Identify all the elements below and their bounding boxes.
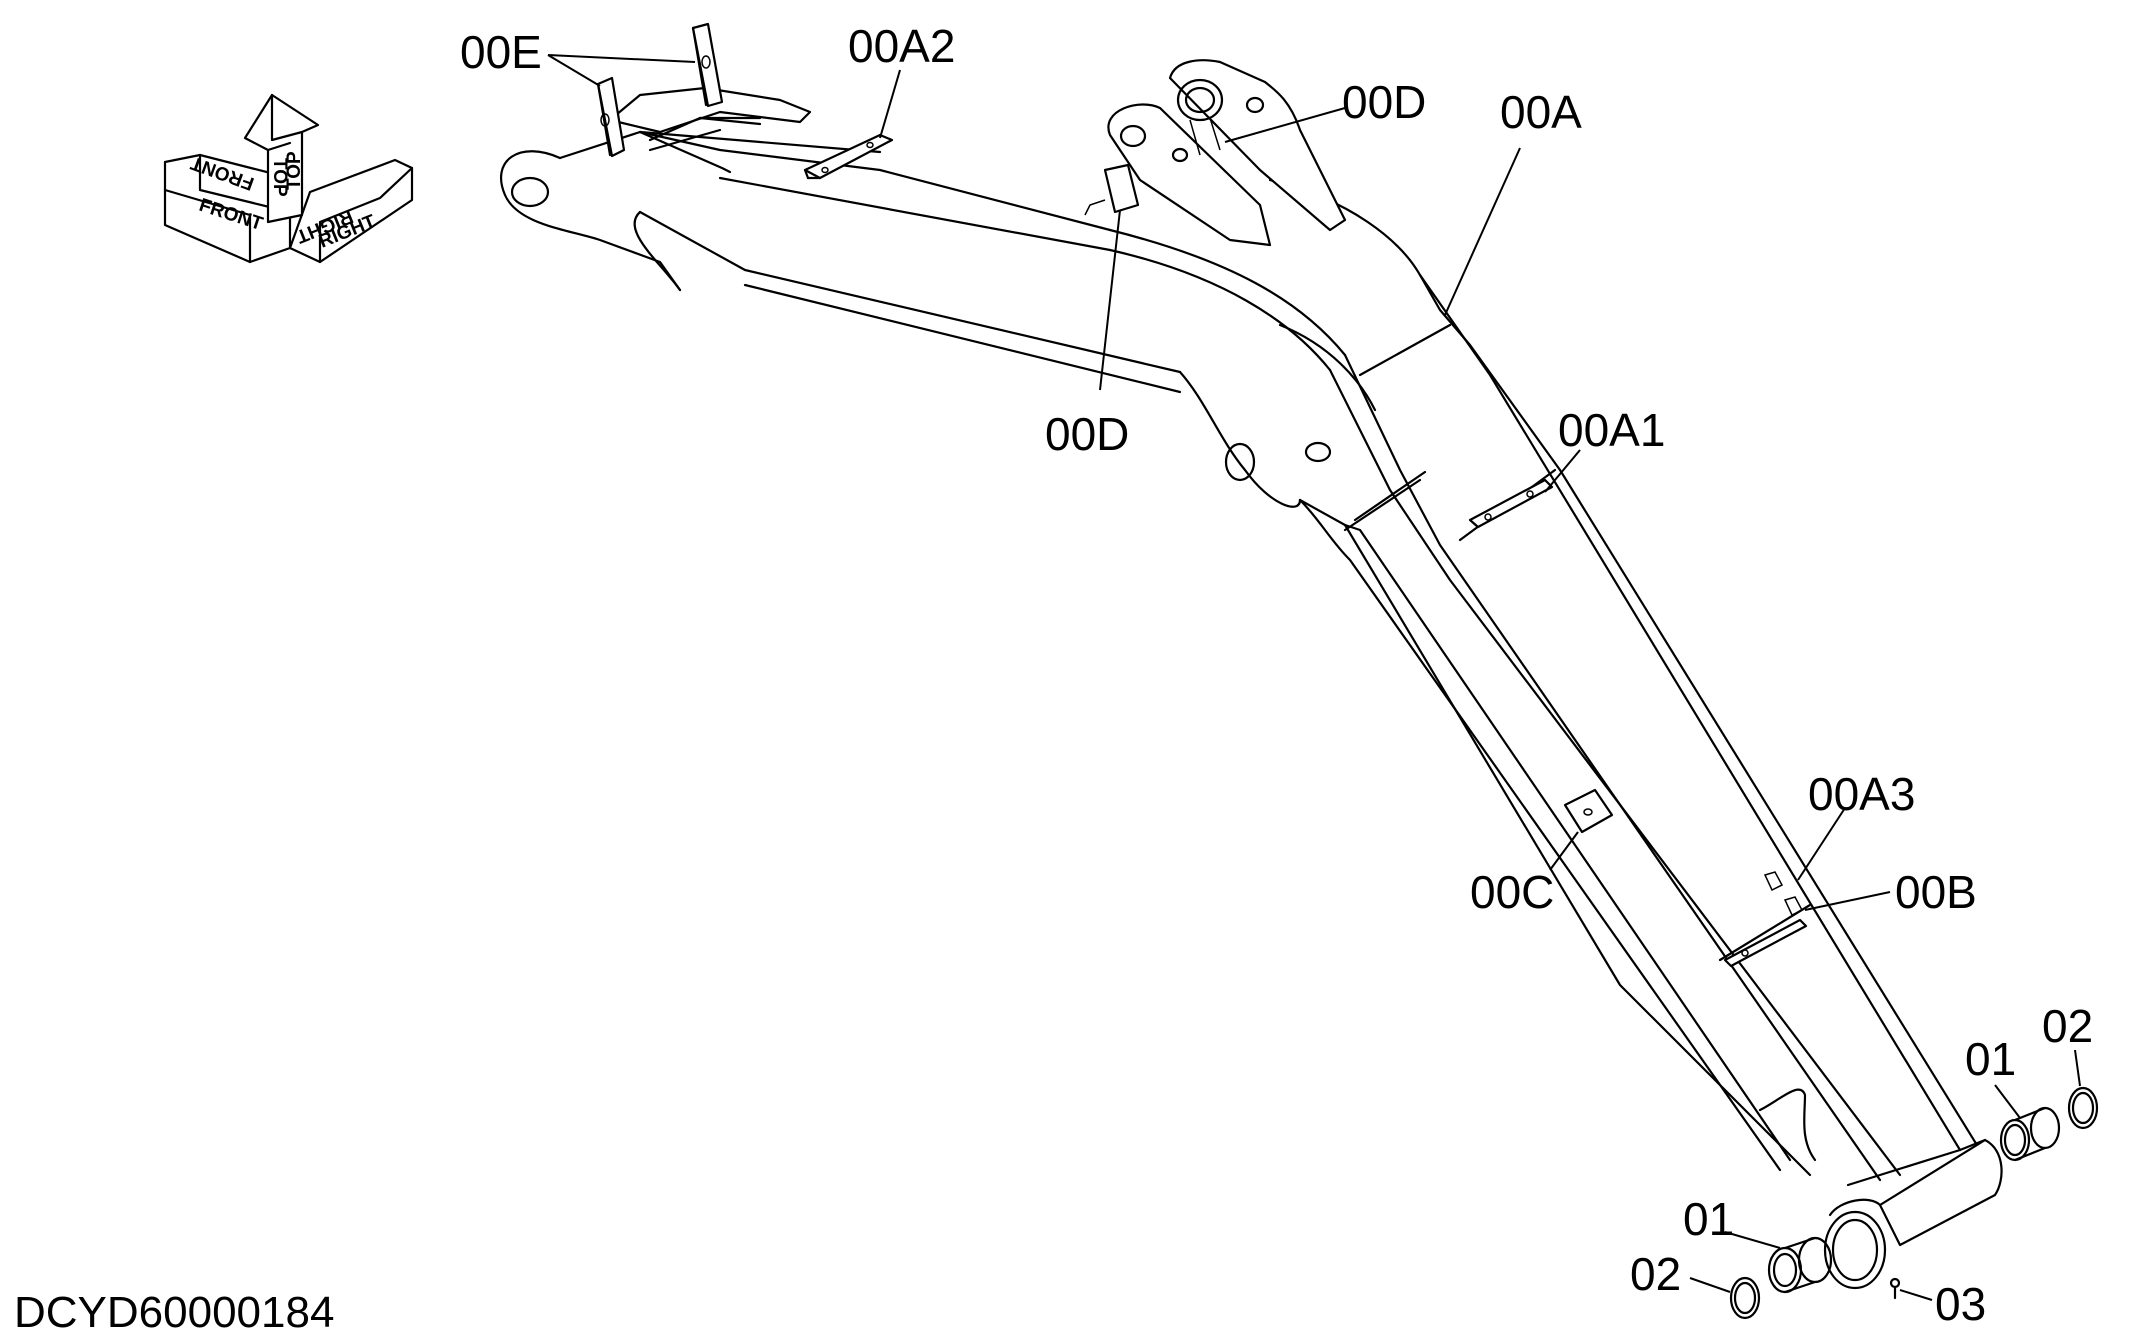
leader-lines — [547, 54, 2081, 1301]
callout-01-left: 01 — [1683, 1193, 1734, 1245]
callout-00E: 00E — [460, 26, 542, 78]
pads — [1304, 441, 1808, 968]
boom-nose — [1758, 1088, 2003, 1290]
orient-top-mirror-label: TOP — [284, 151, 305, 190]
top-lugs — [596, 22, 1140, 216]
callout-03: 03 — [1935, 1278, 1986, 1330]
orientation-indicator: FRONT FRONT TOP TOP RIGHT RIGHT — [163, 93, 414, 264]
callout-00A1: 00A1 — [1558, 404, 1665, 456]
callout-00A: 00A — [1500, 86, 1582, 138]
callout-02-left: 02 — [1630, 1248, 1681, 1300]
callout-00A2: 00A2 — [848, 20, 955, 72]
callout-00B: 00B — [1895, 866, 1977, 918]
callout-00C: 00C — [1470, 866, 1554, 918]
orient-top-label: TOP — [269, 158, 290, 197]
callout-00D-top: 00D — [1342, 76, 1426, 128]
upper-bracket — [1107, 59, 1347, 247]
document-id: DCYD60000184 — [14, 1288, 334, 1335]
bushings — [1729, 1086, 2099, 1320]
callout-01-right: 01 — [1965, 1033, 2016, 1085]
callout-00D-mid: 00D — [1045, 408, 1129, 460]
callout-00A3: 00A3 — [1808, 768, 1915, 820]
callout-02-right: 02 — [2042, 1000, 2093, 1052]
callouts: 00E 00A2 00D 00A 00D 00A1 00A3 00C 00B 0… — [460, 20, 2093, 1330]
boom-body — [499, 130, 1982, 1182]
